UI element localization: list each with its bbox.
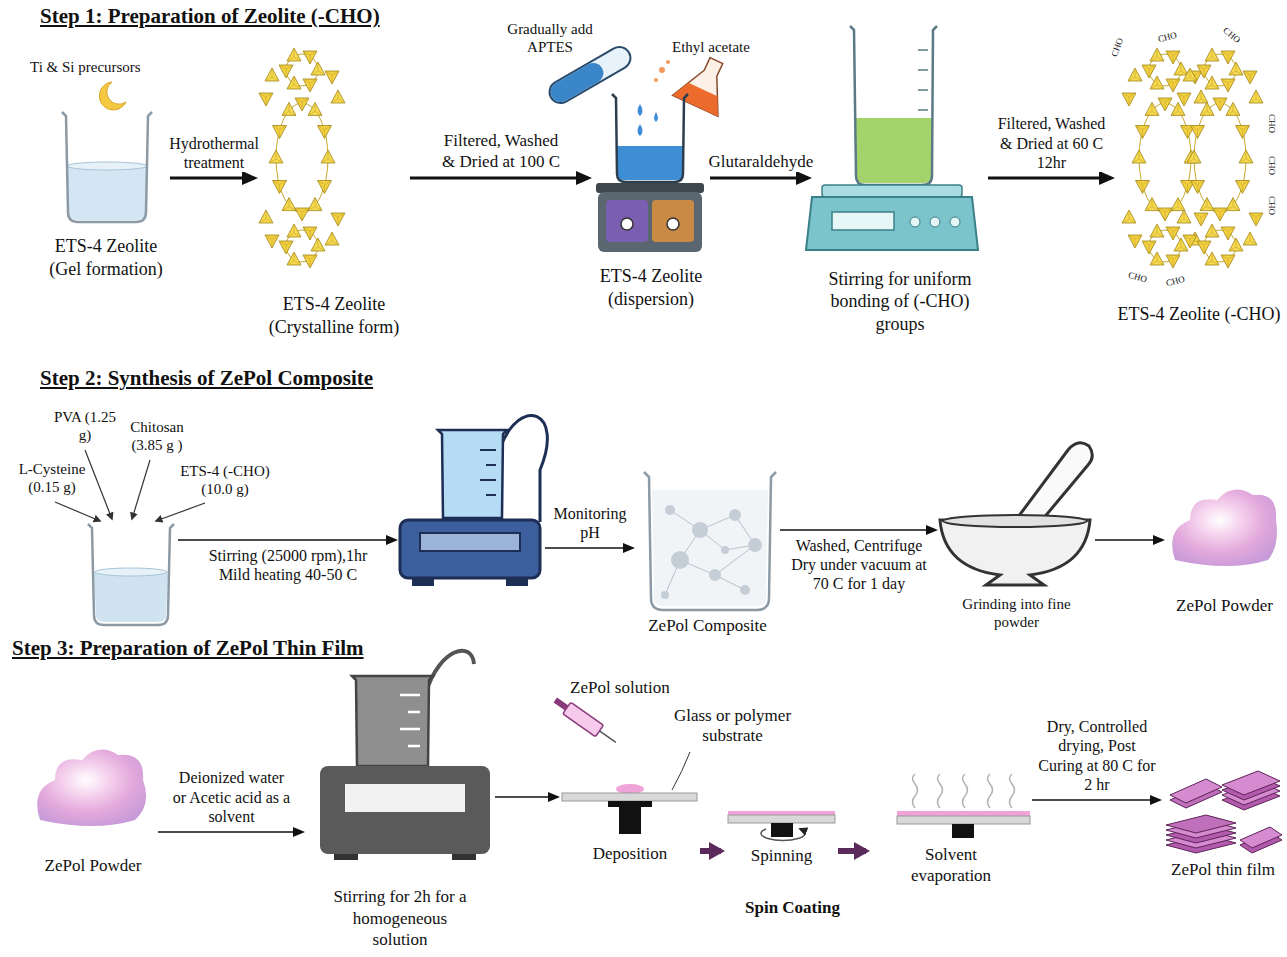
flow-arrow — [838, 848, 866, 854]
precursor-crescent — [99, 82, 126, 110]
step-illustration: Stirring for 2h for a homogeneous soluti… — [305, 655, 495, 950]
stirring-machine — [400, 416, 547, 586]
step-illustration: Grinding into fine powder — [938, 438, 1095, 632]
composite-beaker — [644, 472, 776, 610]
zeolite-crystal — [259, 48, 345, 268]
step-title: Step 2: Synthesis of ZePol Composite — [40, 366, 373, 391]
step-caption: Grinding into fine powder — [961, 595, 1073, 633]
stirring-machine — [320, 651, 490, 860]
spin-coater — [897, 774, 1030, 838]
step-caption: Deposition — [565, 843, 695, 864]
annotation: Gradually add APTES — [495, 20, 605, 56]
group-label: CHO — [1127, 270, 1148, 285]
gel-beaker — [62, 112, 152, 222]
arrow-label: Deionized water or Acetic acid as a solv… — [169, 768, 294, 826]
step-illustration: ZePol Powder — [28, 736, 158, 876]
powder-pile — [1172, 490, 1277, 566]
arrow-label: Dry, Controlled drying, Post Curing at 8… — [1035, 717, 1160, 794]
zeolite-cho-crystal — [1122, 48, 1263, 268]
arrow-label: Washed, Centrifuge Dry under vacuum at 7… — [784, 536, 934, 594]
flow-arrow — [495, 796, 556, 798]
annotation: ZePol solution — [570, 678, 670, 698]
step-caption: ZePol Powder — [33, 855, 153, 876]
mixing-beaker — [88, 524, 174, 625]
step-caption: ETS-4 Zeolite (-CHO) — [1116, 303, 1282, 326]
step-illustration: Solvent evaporation — [870, 770, 1032, 886]
step-caption: Solvent evaporation — [889, 844, 1014, 887]
step-illustration: ZePol thin film — [1162, 765, 1284, 880]
annotation: Ethyl acetate — [672, 38, 750, 56]
flow-arrow — [178, 539, 394, 541]
syringe — [551, 694, 620, 748]
ingredient-label: PVA (1.25 g) — [50, 408, 120, 444]
ingredient-label: Chitosan (3.85 g ) — [118, 418, 196, 454]
flow-arrow — [780, 529, 934, 531]
group-label: CHO — [1109, 37, 1126, 59]
step-title: Step 1: Preparation of Zeolite (-CHO) — [40, 4, 380, 29]
ingredient-leaders — [55, 450, 205, 521]
arrow-label: Monitoring pH — [548, 504, 633, 542]
step-caption: Spinning — [729, 845, 834, 866]
step-caption: Stirring for uniform bonding of (-CHO) g… — [820, 268, 980, 336]
group-label: CHO — [1221, 25, 1243, 45]
arrow-label: Stirring (25000 rpm),1hr Mild heating 40… — [193, 546, 383, 584]
section-label: Spin Coating — [745, 898, 840, 918]
step-illustration: Stirring for uniform bonding of (-CHO) g… — [812, 20, 988, 335]
arrow-label: Hydrothermal treatment — [167, 134, 262, 172]
powder-pile — [37, 750, 146, 826]
step-illustration — [85, 512, 178, 628]
annotation: Ti & Si precursors — [30, 58, 141, 76]
step-illustration: ETS-4 Zeolite (Crystalline form) — [258, 45, 410, 338]
step-title: Step 3: Preparation of ZePol Thin Film — [12, 636, 364, 661]
ethyl-acetate-flask — [654, 50, 739, 116]
flow-arrow — [710, 177, 808, 180]
arrow-label: Filtered, Washed & Dried at 100 C — [434, 131, 569, 172]
step-caption: Stirring for 2h for a homogeneous soluti… — [325, 886, 475, 950]
thin-film-stack — [1166, 771, 1282, 853]
spin-coater — [562, 784, 697, 834]
step-illustration: ETS-4 Zeolite (Gel formation) — [42, 88, 170, 280]
step-caption: ZePol Powder — [1167, 595, 1282, 616]
flow-arrow — [158, 831, 301, 833]
flow-arrow — [700, 848, 721, 854]
group-label: CHO — [1266, 156, 1277, 175]
hotplate — [596, 94, 704, 252]
step-caption: ETS-4 Zeolite (Gel formation) — [43, 235, 169, 280]
flow-arrow — [1032, 799, 1158, 801]
flow-arrow — [170, 177, 254, 180]
step-illustration: Spinning — [725, 770, 838, 866]
step-caption: ZePol thin film — [1164, 859, 1282, 880]
group-label: CHO — [1266, 196, 1277, 215]
flow-arrow — [410, 177, 588, 180]
leader-line — [672, 752, 690, 790]
group-label: CHO — [1165, 274, 1186, 289]
step-caption: ETS-4 Zeolite (Crystalline form) — [260, 293, 408, 338]
ingredient-label: L-Cysteine (0.15 g) — [12, 460, 92, 496]
step-caption: ETS-4 Zeolite (dispersion) — [593, 265, 709, 310]
step-illustration: ZePol Powder — [1165, 480, 1284, 616]
step-caption: ZePol Composite — [638, 615, 778, 636]
arrow-label: Glutaraldehyde — [705, 152, 817, 172]
flow-arrow — [988, 177, 1111, 180]
flow-arrow — [1095, 539, 1161, 541]
annotation: Glass or polymer substrate — [655, 706, 810, 747]
ingredient-label: ETS-4 (-CHO) (10.0 g) — [166, 462, 284, 498]
magnetic-stirrer — [806, 26, 978, 250]
arrow-label: Filtered, Washed & Dried at 60 C 12hr — [990, 114, 1114, 172]
step-illustration — [398, 420, 545, 588]
mortar-and-pestle — [940, 443, 1092, 585]
step-illustration: Deposition — [560, 770, 700, 864]
step-illustration: ETS-4 Zeolite (dispersion) — [592, 90, 710, 310]
step-illustration: ZePol Composite — [635, 466, 780, 636]
spin-coater — [728, 811, 835, 840]
group-label: CHO — [1157, 30, 1178, 45]
group-label: CHO — [1266, 114, 1277, 133]
flow-arrow — [545, 547, 631, 549]
